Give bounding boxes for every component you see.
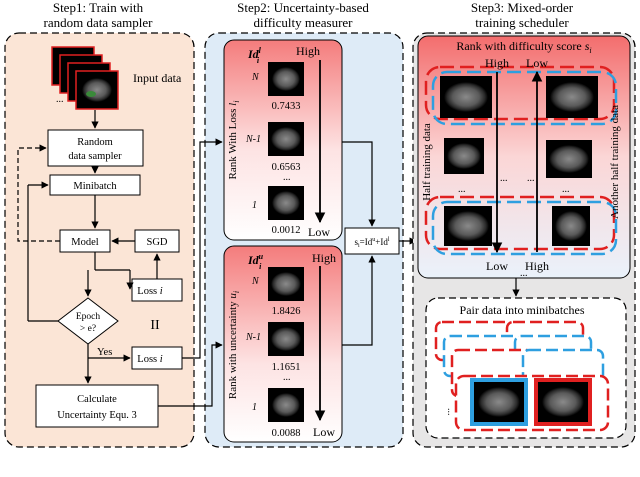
step2-title-2: difficulty measurer <box>253 15 353 30</box>
loss-rank-1: 1 <box>252 200 257 211</box>
unc-value-1: 0.0088 <box>272 428 301 439</box>
unc-rank-1: 1 <box>252 402 257 413</box>
loss-value-n1: 0.6563 <box>272 162 301 173</box>
input-data-stack <box>51 46 119 110</box>
epoch-label-2: > e? <box>80 324 96 334</box>
step3-title-1: Step3: Mixed-order <box>471 0 574 15</box>
rank-high-left: High <box>485 56 509 70</box>
pair-title: Pair data into minibatches <box>460 303 585 317</box>
step3-title-2: training scheduler <box>475 15 569 30</box>
half-training-label: Half training data <box>421 123 433 201</box>
unc-value-n1: 1.1651 <box>272 362 301 373</box>
loss-dots: ... <box>283 172 291 183</box>
unc-high-label: High <box>312 251 336 265</box>
unc-row-n: N 1.8426 <box>251 267 304 317</box>
difficulty-score-box <box>344 227 400 255</box>
rank-high-right: High <box>525 259 549 273</box>
step2-title-1: Step2: Uncertainty-based <box>237 0 369 15</box>
input-data-label: Input data <box>133 71 182 85</box>
calc-label-2: Uncertainty Equ. 3 <box>57 410 137 421</box>
model-label: Model <box>71 237 98 248</box>
loss-rank-n: N <box>251 72 260 83</box>
input-data-ellipsis: ... <box>56 94 64 105</box>
unc-row-n1: N-1 1.1651 <box>245 322 304 373</box>
epoch-label-1: Epoch <box>76 312 101 322</box>
loss-rank-axis-label: Rank With Loss li <box>227 101 241 180</box>
rank-dots-right: ... <box>562 184 570 195</box>
step1-title-2: random data sampler <box>43 15 153 30</box>
calc-label-1: Calculate <box>77 394 117 405</box>
sgd-label: SGD <box>146 237 167 248</box>
loss-row-n1: N-1 0.6563 <box>245 122 304 173</box>
loss-rank-n1: N-1 <box>245 134 261 145</box>
yes-label: Yes <box>97 347 112 358</box>
another-half-label: Another half training data <box>609 105 621 219</box>
loss-value-n: 0.7433 <box>272 101 301 112</box>
difficulty-score-formula: si=Idu+Idl <box>354 237 389 249</box>
minibatch-dots: ... <box>445 408 456 416</box>
loss-label-1: Loss i <box>137 286 162 297</box>
step2-arrows <box>158 138 417 407</box>
loss-row-1: 1 0.0012 <box>252 186 304 236</box>
unc-rank-axis-label: Rank with uncertainty ui <box>227 291 241 399</box>
unc-value-n: 1.8426 <box>272 306 301 317</box>
unc-rank-n: N <box>251 276 260 287</box>
calc-uncertainty-box <box>35 384 159 428</box>
step1-title-1: Step1: Train with <box>53 0 144 15</box>
loss-value-1: 0.0012 <box>272 225 301 236</box>
rank-ct-images <box>440 76 598 246</box>
panel-dots: ... <box>520 268 528 279</box>
loss-low-label: Low <box>308 225 330 239</box>
unc-rank-n1: N-1 <box>245 332 261 343</box>
unc-low-label: Low <box>313 425 335 439</box>
difficulty-rank-title: Rank with difficulty score si <box>456 39 591 55</box>
rank-low-left: Low <box>486 259 508 273</box>
unc-row-1: 1 0.0088 <box>252 388 304 439</box>
random-sampler-label-1: Random <box>77 137 113 148</box>
loss-row-n: N 0.7433 <box>251 62 304 112</box>
minibatch-label: Minibatch <box>73 181 117 192</box>
random-sampler-label-2: data sampler <box>68 151 122 162</box>
rank-low-right: Low <box>526 56 548 70</box>
step1-arrows <box>17 110 161 384</box>
pair-outlines-top <box>424 65 618 126</box>
loss-high-label: High <box>296 44 320 58</box>
pair-outlines-bottom <box>424 195 618 256</box>
parallel-symbol: II <box>150 318 160 333</box>
unc-dots: ... <box>283 372 291 383</box>
rank-dots-left: ... <box>458 184 466 195</box>
minibatch-stack <box>434 320 610 432</box>
random-sampler-box <box>47 129 144 167</box>
rank-dots-mid-1: ... <box>500 173 508 184</box>
rank-dots-mid-2: ... <box>527 173 535 184</box>
loss-label-2: Loss i <box>137 354 162 365</box>
